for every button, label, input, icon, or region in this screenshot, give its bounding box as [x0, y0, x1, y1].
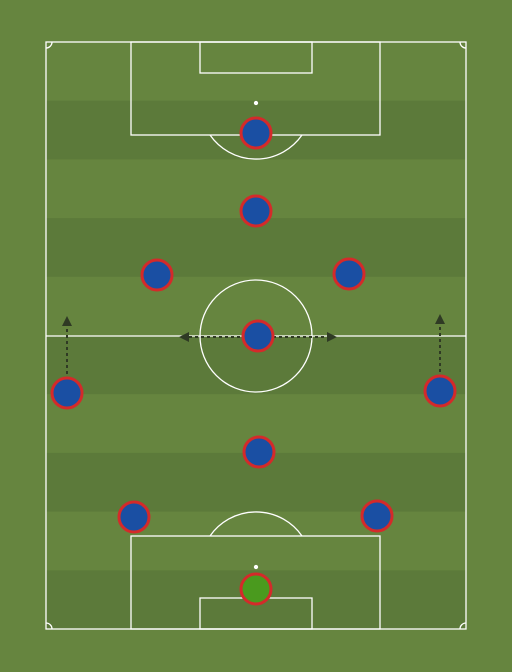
player-striker[interactable] [239, 116, 273, 150]
player-left-midfielder[interactable] [140, 258, 174, 292]
bottom-penalty-spot [253, 564, 259, 570]
player-right-wing-back[interactable] [423, 374, 457, 408]
player-left-wing-back[interactable] [50, 376, 84, 410]
corner-arc-bottom-right [459, 622, 467, 630]
player-right-midfielder[interactable] [332, 257, 366, 291]
player-central-midfielder[interactable] [241, 319, 275, 353]
top-penalty-spot [253, 100, 259, 106]
players [50, 116, 457, 606]
grass-stripe [46, 218, 466, 277]
player-centre-back[interactable] [242, 435, 276, 469]
player-left-back[interactable] [117, 500, 151, 534]
corner-arc-top-right [459, 41, 467, 49]
player-attacking-midfielder[interactable] [239, 194, 273, 228]
corner-arc-bottom-left [45, 622, 53, 630]
player-goalkeeper[interactable] [239, 572, 273, 606]
top-penalty-arc [209, 134, 303, 160]
top-goal-area [199, 41, 313, 74]
corner-arc-top-left [45, 41, 53, 49]
bottom-penalty-arc [209, 511, 303, 537]
player-right-back[interactable] [360, 499, 394, 533]
